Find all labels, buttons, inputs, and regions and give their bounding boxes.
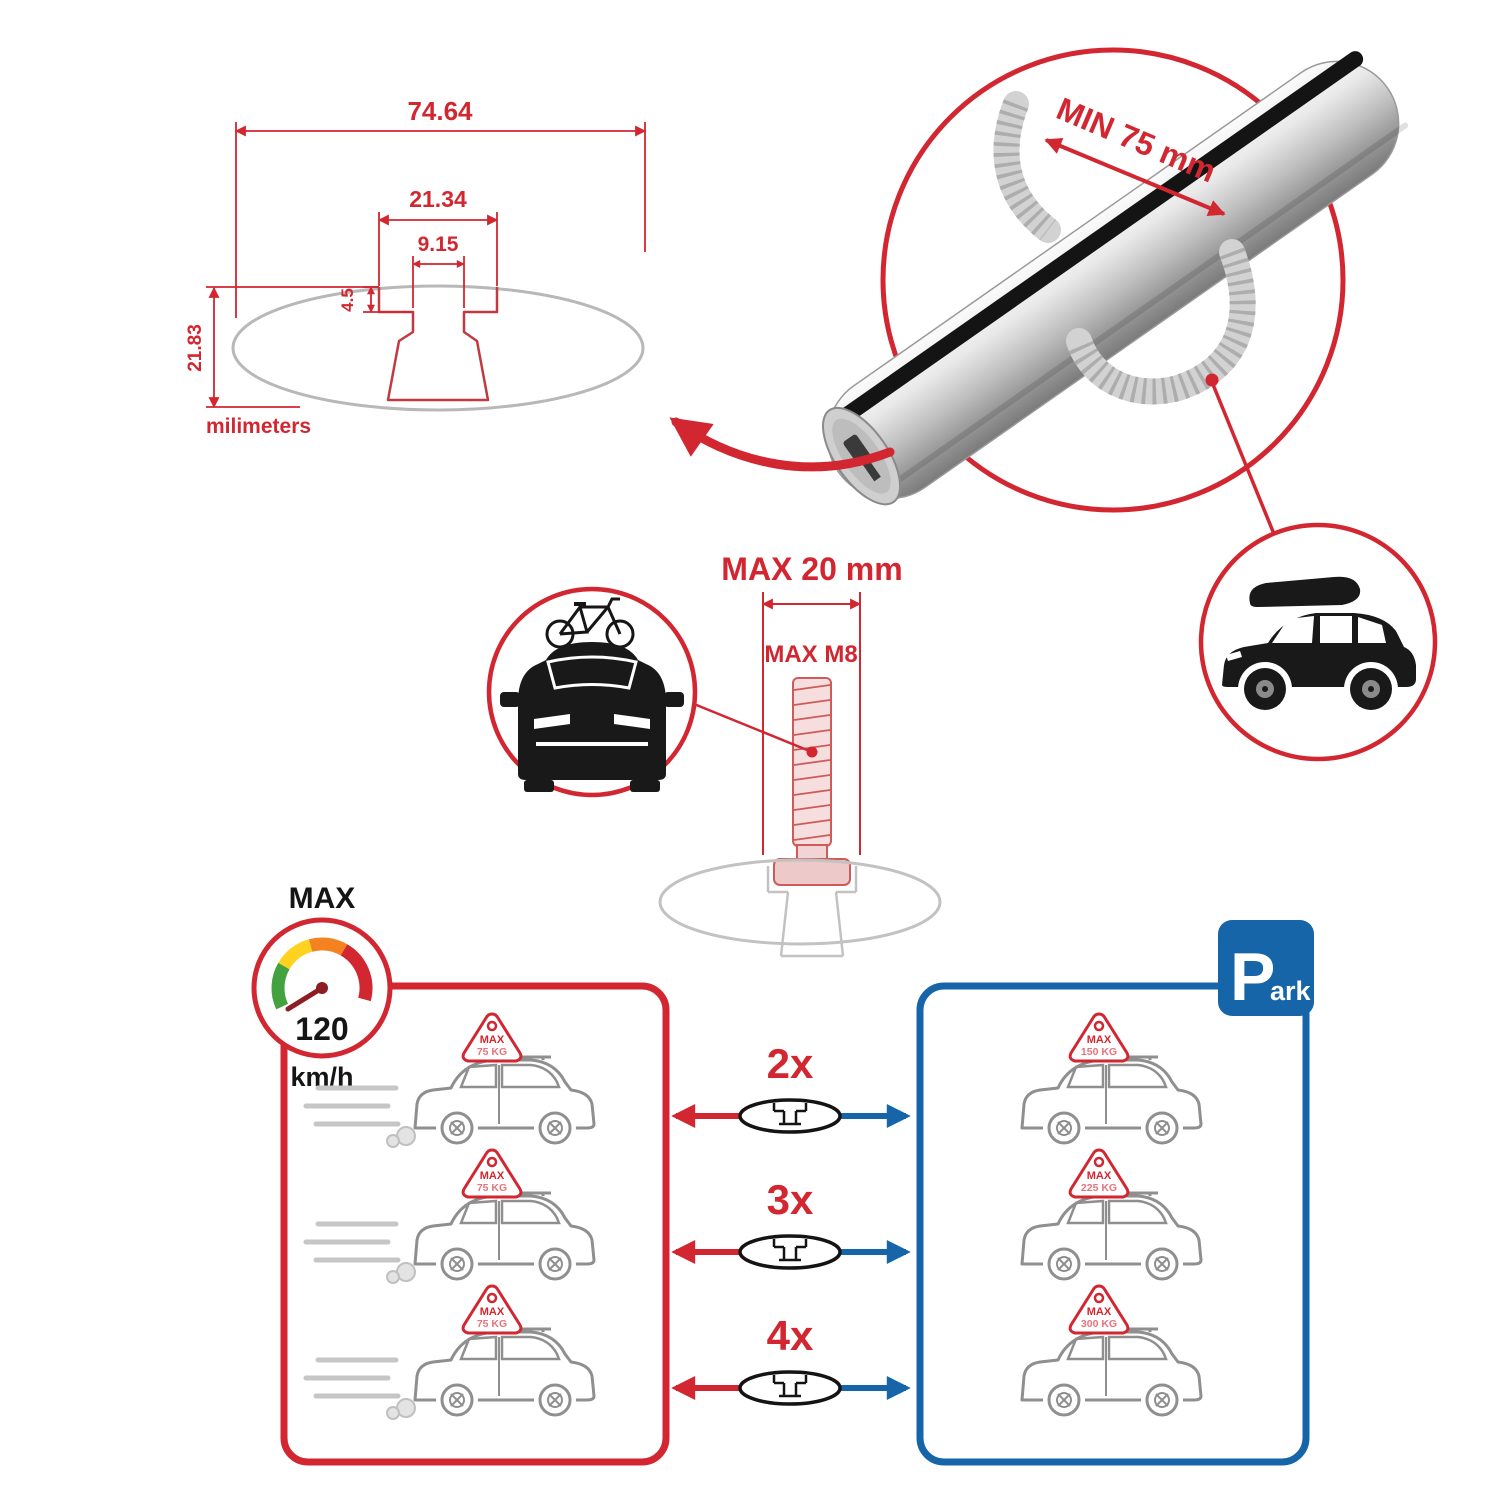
svg-text:MAX: MAX (1087, 1306, 1112, 1318)
weight-icon (486, 1292, 498, 1304)
svg-text:225 KG: 225 KG (1081, 1182, 1117, 1194)
max-load-sign: MAX 300 KG (1068, 1284, 1130, 1335)
profile-ellipse (231, 284, 645, 412)
bolt-anchor-dot (806, 746, 818, 758)
bar-body (826, 60, 1400, 500)
driving-car-1 (413, 1054, 596, 1151)
ghost-profile-ellipse (658, 858, 942, 946)
weight-icon (1093, 1156, 1105, 1168)
parked-car-1 (1020, 1054, 1203, 1151)
crossbar-section-icon (738, 1234, 842, 1270)
connector-to-suv (1210, 381, 1276, 535)
driving-panel-box (280, 982, 670, 1466)
weight-icon (1093, 1020, 1105, 1032)
svg-text:MAX: MAX (480, 1170, 505, 1182)
mount-bolt-detail: MAX 20 mm MAX M8 (658, 551, 942, 958)
strap-anchor-dot (1205, 373, 1219, 387)
exhaust-smoke (386, 1126, 416, 1420)
parked-car-2 (1020, 1190, 1203, 1287)
park-sign: P ark (1218, 920, 1314, 1016)
crossbar-section-icon (738, 1098, 842, 1134)
dimension-lines (206, 122, 647, 409)
t-slot-profile (377, 287, 499, 402)
speedometer-gauge-icon (271, 937, 373, 1010)
driving-car-3 (413, 1326, 596, 1423)
crossbar-detail: MIN 75 mm (821, 47, 1409, 513)
dim-total-height: 21.83 (185, 324, 206, 372)
dim-total-width: 74.64 (407, 96, 473, 126)
headlight-right (614, 714, 650, 729)
bar-count-row: 3x (671, 1176, 911, 1270)
dim-units-label: milimeters (206, 415, 311, 438)
suv-roofbox-detail (1198, 522, 1438, 762)
ghost-slot-profile (766, 866, 858, 958)
weight-icon (486, 1156, 498, 1168)
svg-text:MAX: MAX (1087, 1034, 1112, 1046)
count-label: 4x (767, 1312, 814, 1359)
svg-text:MAX: MAX (1087, 1170, 1112, 1182)
suv-wheels (1244, 668, 1392, 710)
roof-box (1249, 576, 1361, 607)
headlight (1226, 651, 1242, 661)
bar-count-row: 2x (671, 1040, 911, 1134)
bar-count-row: 4x (671, 1312, 911, 1406)
max-load-sign: MAX 225 KG (1068, 1148, 1130, 1199)
bike-icon (545, 597, 635, 649)
bar-rubber-strip (831, 51, 1364, 429)
parked-car-3 (1020, 1326, 1203, 1423)
svg-text:MAX: MAX (480, 1034, 505, 1046)
max-load-sign: MAX 75 KG (461, 1012, 523, 1063)
car-bike-detail (486, 586, 698, 798)
crossbar-section-icon (738, 1370, 842, 1406)
motion-streaks (303, 1085, 401, 1399)
aluminum-crossbar (821, 51, 1409, 506)
dim-lip-depth: 4.5 (338, 288, 357, 312)
bolt-thread-label: MAX M8 (764, 641, 857, 668)
connector-to-bolt (693, 702, 813, 754)
driving-cars: MAX 75 KG MAX 75 KG MAX 75 KG (303, 1012, 596, 1423)
weight-icon (486, 1020, 498, 1032)
pointer-arrow-to-drawing (669, 417, 895, 472)
speed-limit-badge: MAX 120 km/h (251, 882, 393, 1092)
driving-car-2 (413, 1190, 596, 1287)
speed-value: 120 (295, 1011, 348, 1047)
park-sign-plate (1218, 920, 1314, 1016)
speed-max-label: MAX (289, 882, 356, 915)
svg-text:75 KG: 75 KG (477, 1046, 507, 1058)
bolt-neck (796, 844, 828, 861)
bar-quantity-rows: 2x 3x 4x (671, 1040, 911, 1406)
parked-cars: MAX 150 KG MAX 225 KG MAX 300 KG (1020, 1012, 1203, 1423)
profile-dimension-drawing: 74.64 21.34 9.15 4.5 21.83 milimeters (185, 96, 647, 438)
bolt-dimension-lines (761, 592, 862, 855)
strap-front-band (1066, 239, 1256, 405)
strap-rear-band (993, 91, 1061, 243)
svg-text:300 KG: 300 KG (1081, 1318, 1117, 1330)
svg-text:MAX: MAX (480, 1306, 505, 1318)
weight-icon (1093, 1292, 1105, 1304)
count-label: 2x (767, 1040, 814, 1087)
park-letter: P (1230, 939, 1275, 1015)
min-span-arrow (1044, 138, 1226, 216)
bolt-max-width-label: MAX 20 mm (721, 551, 902, 587)
max-load-sign: MAX 75 KG (461, 1284, 523, 1335)
car-front-icon (500, 642, 684, 792)
svg-text:75 KG: 75 KG (477, 1318, 507, 1330)
svg-text:75 KG: 75 KG (477, 1182, 507, 1194)
headlight-left (534, 714, 570, 729)
count-label: 3x (767, 1176, 814, 1223)
dim-inner-width: 9.15 (418, 233, 459, 256)
svg-text:150 KG: 150 KG (1081, 1046, 1117, 1058)
speedometer-needle (285, 985, 325, 1012)
suv-roofbox-icon (1222, 576, 1416, 716)
park-rest: ark (1270, 976, 1312, 1006)
windshield (546, 655, 638, 690)
max-load-sign: MAX 150 KG (1068, 1012, 1130, 1063)
parking-panel-box (916, 982, 1310, 1466)
dim-slot-width: 21.34 (409, 186, 467, 212)
max-load-sign: MAX 75 KG (461, 1148, 523, 1199)
